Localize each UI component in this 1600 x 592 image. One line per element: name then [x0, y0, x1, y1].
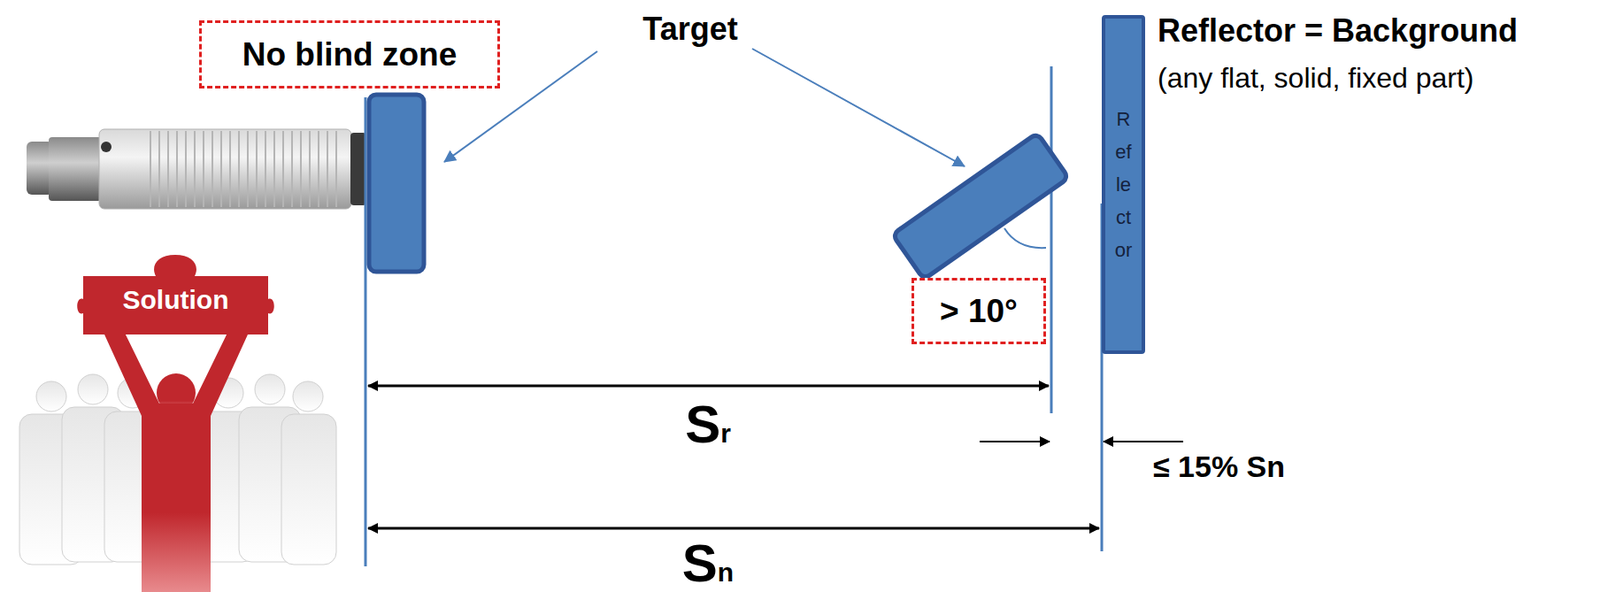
dimension-line [979, 440, 1050, 443]
reflector-bar: Reflector [1101, 15, 1146, 354]
note-box: No blind zone [199, 20, 500, 89]
dimension-line [368, 384, 1049, 388]
leader-figure [104, 327, 248, 592]
leader-line [752, 48, 965, 167]
tilted-target [892, 132, 1069, 280]
puzzle-outline [76, 254, 275, 335]
sensor-led [100, 141, 112, 153]
target-plate [369, 94, 424, 272]
node-text: Reflector [1114, 102, 1134, 267]
sensor-thread [150, 130, 337, 208]
reflector-heading: Reflector = Background [1157, 12, 1518, 49]
node-text: > 10° [939, 292, 1018, 331]
angle-arc [1004, 228, 1047, 248]
dimension-line [368, 527, 1100, 531]
tolerance-label: ≤ 15% Sn [1153, 451, 1285, 482]
dimension-label: Sr [684, 398, 731, 452]
dimension-label: Sn [682, 537, 734, 591]
connector-nut [48, 137, 102, 201]
puzzle-piece: Solution [76, 254, 276, 337]
angle-note-box: > 10° [911, 277, 1047, 345]
dimension-line [1103, 440, 1184, 443]
reference-line [364, 97, 368, 567]
reference-line [1050, 66, 1054, 414]
reflector-note: (any flat, solid, fixed part) [1157, 61, 1474, 95]
target-label: Target [642, 10, 738, 47]
ultrasonic-sensor [26, 129, 367, 209]
node-text: No blind zone [242, 36, 458, 74]
node-text: Solution [123, 284, 230, 316]
sensor-face [350, 132, 367, 206]
people-crowd [19, 327, 337, 592]
sensor-body [99, 129, 352, 209]
